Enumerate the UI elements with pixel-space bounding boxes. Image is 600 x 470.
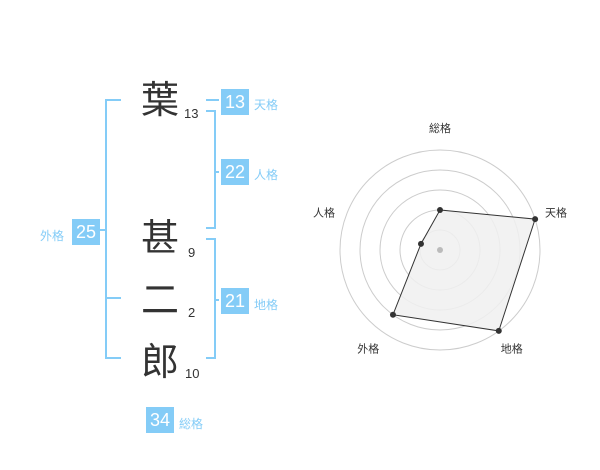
- radar-axis-label-4: 外格: [357, 342, 379, 356]
- name-char-1-strokes: 13: [184, 106, 199, 121]
- gaikaku-label: 外格: [40, 229, 65, 243]
- tenkaku-value: 13: [221, 89, 249, 115]
- name-char-4-strokes: 10: [185, 366, 200, 381]
- name-char-3-strokes: 2: [188, 305, 196, 320]
- radar-point-1: [437, 207, 443, 213]
- radar-axis-label-1: 総格: [429, 121, 451, 135]
- radar-axis-label-2: 天格: [545, 205, 567, 219]
- soukaku-label: 総格: [179, 417, 204, 431]
- jinkaku-bracket: [206, 110, 216, 229]
- radar-point-5: [417, 240, 424, 247]
- soukaku-value: 34: [146, 407, 174, 433]
- chikaku-value: 21: [221, 288, 249, 314]
- radar-ring: [339, 149, 541, 351]
- radar-axis-label-5: 人格: [313, 205, 335, 219]
- radar-area: [392, 209, 536, 332]
- radar-point-2: [532, 216, 539, 223]
- radar-center: [437, 247, 443, 253]
- name-char-2: 甚: [140, 216, 179, 260]
- chikaku-label: 地格: [254, 298, 279, 312]
- gaikaku-value: 25: [72, 219, 100, 245]
- chikaku-bracket: [206, 238, 216, 359]
- radar-axis-label-3: 地格: [501, 342, 523, 356]
- radar-point-4: [389, 311, 396, 318]
- name-char-2-strokes: 9: [188, 245, 196, 260]
- tenkaku-label: 天格: [254, 98, 279, 112]
- jinkaku-value: 22: [221, 159, 249, 185]
- radar-point-3: [495, 327, 502, 334]
- jinkaku-label: 人格: [254, 168, 279, 182]
- name-char-1: 葉: [140, 78, 179, 122]
- name-char-4: 郎: [140, 340, 179, 384]
- name-char-3: 二: [140, 278, 179, 322]
